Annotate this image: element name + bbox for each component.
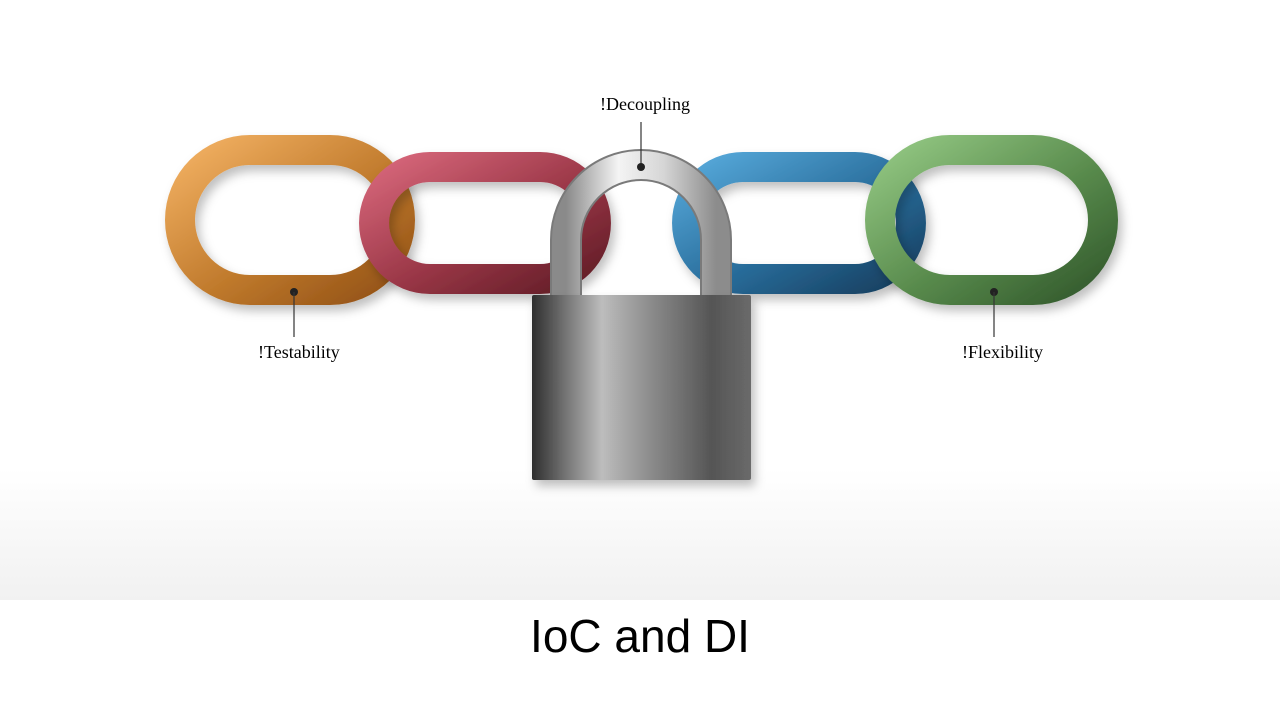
flexibility-label: !Flexibility xyxy=(962,342,1043,362)
red-chain-link xyxy=(359,152,611,294)
chain-lock-diagram xyxy=(165,122,1118,480)
slide-canvas: !Decoupling !Testability !Flexibility xyxy=(0,0,1280,600)
slide-title: IoC and DI xyxy=(530,610,750,662)
testability-callout-line xyxy=(290,288,298,337)
testability-label: !Testability xyxy=(258,342,340,362)
decoupling-callout-line xyxy=(637,122,645,171)
padlock-icon xyxy=(532,295,751,480)
flexibility-callout-line xyxy=(990,288,998,337)
decoupling-label: !Decoupling xyxy=(600,94,690,114)
blue-chain-link xyxy=(672,152,926,294)
